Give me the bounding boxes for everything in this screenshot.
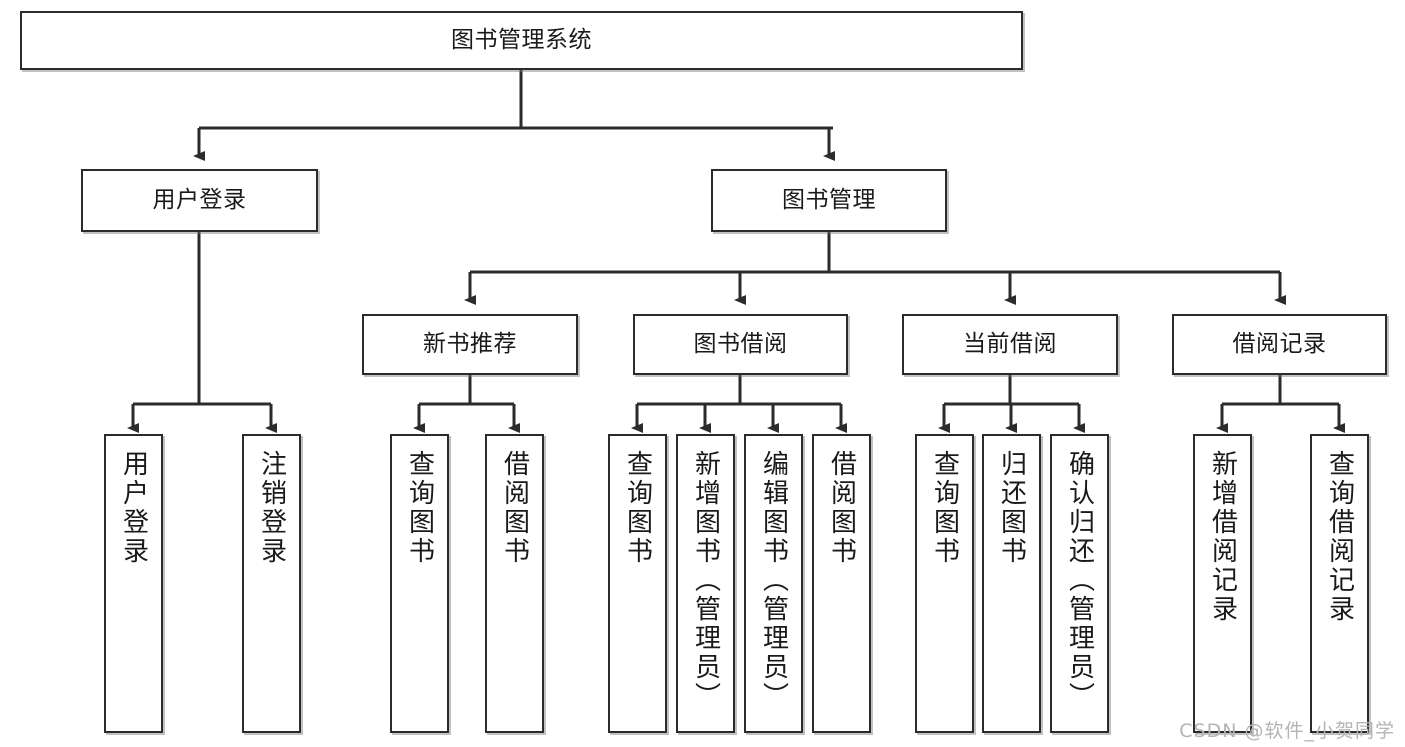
node-label: 查询图书: [404, 450, 435, 566]
node-label: 图书借阅: [693, 330, 788, 357]
leaf-query-books-recommendation[interactable]: 查询图书: [390, 434, 449, 733]
node-label: 借阅图书: [826, 450, 857, 566]
node-book-borrowing[interactable]: 图书借阅: [633, 314, 848, 375]
leaf-return-books[interactable]: 归还图书: [982, 434, 1041, 733]
leaf-confirm-return-admin[interactable]: 确认归还（管理员）: [1050, 434, 1109, 733]
leaf-logout[interactable]: 注销登录: [242, 434, 301, 733]
node-label: 借阅记录: [1232, 330, 1327, 357]
node-root-book-management-system[interactable]: 图书管理系统: [20, 11, 1023, 70]
leaf-edit-book-admin[interactable]: 编辑图书（管理员）: [744, 434, 803, 733]
node-label: 查询图书: [622, 450, 653, 566]
node-label: 用户登录: [118, 450, 149, 566]
node-book-management[interactable]: 图书管理: [711, 169, 947, 232]
node-label: 当前借阅: [963, 330, 1057, 357]
leaf-user-login[interactable]: 用户登录: [104, 434, 163, 733]
node-new-book-recommendation[interactable]: 新书推荐: [362, 314, 578, 375]
node-label: 查询图书: [929, 450, 960, 566]
leaf-borrow-books-recommendation[interactable]: 借阅图书: [485, 434, 544, 733]
node-label: 查询借阅记录: [1324, 450, 1355, 624]
node-label: 注销登录: [256, 450, 287, 566]
node-label: 新增借阅记录: [1207, 450, 1238, 624]
node-label: 归还图书: [996, 450, 1027, 566]
leaf-add-borrowing-record[interactable]: 新增借阅记录: [1193, 434, 1252, 733]
node-label: 确认归还（管理员）: [1064, 450, 1095, 711]
leaf-borrow-books-borrowing[interactable]: 借阅图书: [812, 434, 871, 733]
node-label: 用户登录: [152, 186, 247, 213]
node-user-login[interactable]: 用户登录: [81, 169, 318, 232]
leaf-query-books-current[interactable]: 查询图书: [915, 434, 974, 733]
node-borrowing-records[interactable]: 借阅记录: [1172, 314, 1387, 375]
leaf-query-borrowing-record[interactable]: 查询借阅记录: [1310, 434, 1369, 733]
node-label: 编辑图书（管理员）: [758, 450, 789, 711]
node-label: 图书管理系统: [451, 26, 592, 53]
leaf-add-book-admin[interactable]: 新增图书（管理员）: [676, 434, 735, 733]
node-label: 新增图书（管理员）: [690, 450, 721, 711]
node-current-borrowing[interactable]: 当前借阅: [902, 314, 1118, 375]
node-label: 借阅图书: [499, 450, 530, 566]
node-label: 图书管理: [782, 186, 876, 213]
leaf-query-books-borrowing[interactable]: 查询图书: [608, 434, 667, 733]
node-label: 新书推荐: [423, 330, 517, 357]
